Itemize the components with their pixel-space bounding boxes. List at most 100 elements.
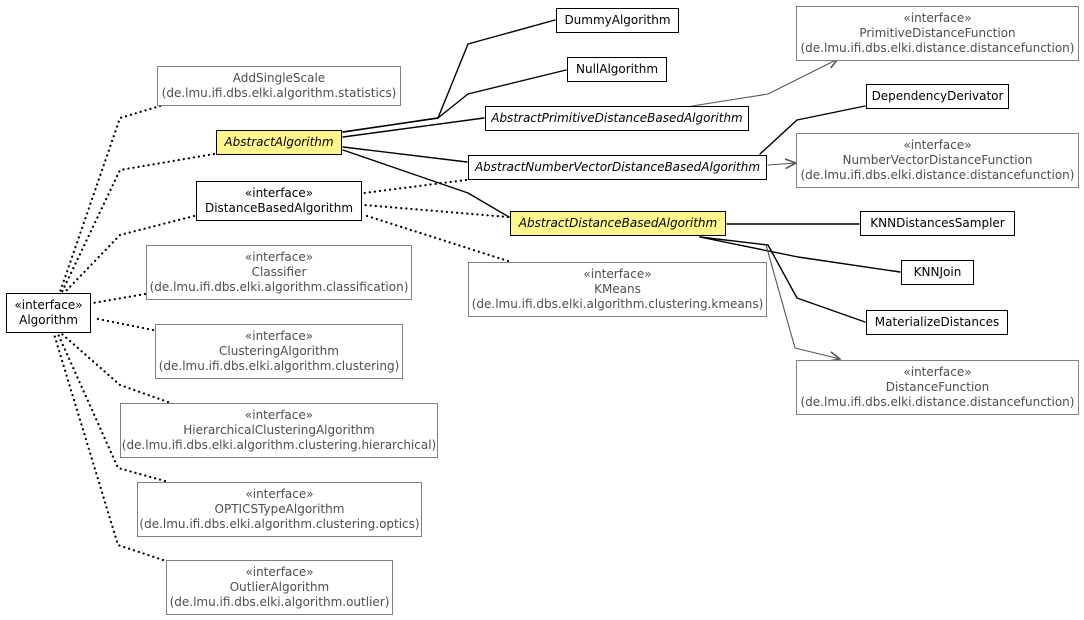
node-knn-join[interactable]: KNNJoin: [901, 260, 974, 285]
node-materialize-distances-name: MaterializeDistances: [874, 315, 1000, 329]
edge-realization-classifier-to-algorithm: [91, 292, 147, 305]
edge-realization-clustering-algorithm-to-algorithm: [91, 316, 155, 332]
node-clustering-algorithm[interactable]: «interface» ClusteringAlgorithm (de.lmu.…: [155, 324, 403, 379]
node-abstract-distance-based-algorithm[interactable]: AbstractDistanceBasedAlgorithm: [510, 211, 726, 236]
node-knn-distances-sampler-name: KNNDistancesSampler: [870, 216, 1005, 230]
node-clustering-algorithm-package: (de.lmu.ifi.dbs.elki.algorithm.clusterin…: [158, 359, 400, 373]
edge-generalization-null-algorithm-to-abstract-algorithm: [342, 69, 567, 133]
node-optics-type-algorithm-package: (de.lmu.ifi.dbs.elki.algorithm.clusterin…: [139, 517, 420, 531]
node-primitive-distance-function-stereotype: «interface»: [903, 11, 972, 25]
edge-path: [765, 244, 841, 360]
edge-realization-hierarchical-clustering-algorithm-to-algorithm: [60, 332, 170, 404]
node-abstract-algorithm-name: AbstractAlgorithm: [224, 135, 334, 149]
edge-generalization-knn-join-to-abstract-distance-based-algorithm: [699, 236, 901, 273]
edge-generalization-materialize-distances-to-abstract-distance-based-algorithm: [699, 236, 866, 323]
node-optics-type-algorithm[interactable]: «interface» OPTICSTypeAlgorithm (de.lmu.…: [137, 482, 422, 537]
edge-realization-abstract-algorithm-to-algorithm: [60, 152, 216, 294]
node-kmeans-package: (de.lmu.ifi.dbs.elki.algorithm.clusterin…: [471, 297, 764, 311]
node-abstract-algorithm[interactable]: AbstractAlgorithm: [216, 130, 342, 155]
node-hierarchical-clustering-algorithm-package: (de.lmu.ifi.dbs.elki.algorithm.clusterin…: [121, 438, 437, 452]
edge-path: [342, 117, 485, 138]
node-distance-based-algorithm-stereotype: «interface»: [244, 186, 314, 200]
node-clustering-algorithm-stereotype: «interface»: [244, 329, 314, 343]
edge-association-abstract-primitive-distance-based-algorithm-to-primitive-distance-function: [691, 58, 839, 107]
edge-path: [342, 69, 567, 133]
node-clustering-algorithm-name: ClusteringAlgorithm: [219, 344, 339, 358]
edge-generalization-abstract-primitive-distance-based-algorithm-to-abstract-algorithm: [342, 117, 485, 138]
edge-realization-distance-based-algorithm-to-algorithm: [63, 214, 196, 294]
node-primitive-distance-function[interactable]: «interface» PrimitiveDistanceFunction (d…: [796, 6, 1079, 61]
edge-path: [362, 178, 468, 195]
node-add-single-scale-package: (de.lmu.ifi.dbs.elki.algorithm.statistic…: [161, 86, 397, 100]
node-knn-distances-sampler[interactable]: KNNDistancesSampler: [860, 211, 1015, 236]
edge-path: [691, 58, 839, 107]
edge-path: [759, 105, 866, 155]
node-kmeans-name: KMeans: [594, 282, 641, 296]
node-abstract-number-vector-distance-based-algorithm-name: AbstractNumberVectorDistanceBasedAlgorit…: [474, 160, 761, 174]
edge-path: [342, 149, 510, 218]
edge-realization-kmeans-to-distance-based-algorithm: [362, 213, 510, 263]
node-dependency-derivator[interactable]: DependencyDerivator: [866, 84, 1009, 109]
node-outlier-algorithm[interactable]: «interface» OutlierAlgorithm (de.lmu.ifi…: [166, 560, 393, 615]
node-classifier-package: (de.lmu.ifi.dbs.elki.algorithm.classific…: [149, 280, 409, 294]
node-abstract-distance-based-algorithm-name: AbstractDistanceBasedAlgorithm: [518, 216, 718, 230]
edge-arrowhead: [784, 158, 797, 164]
edge-arrowhead: [785, 162, 797, 169]
node-outlier-algorithm-name: OutlierAlgorithm: [229, 580, 330, 594]
node-optics-type-algorithm-name: OPTICSTypeAlgorithm: [214, 502, 345, 516]
edge-path: [56, 332, 167, 483]
node-distance-function[interactable]: «interface» DistanceFunction (de.lmu.ifi…: [796, 360, 1079, 415]
node-hierarchical-clustering-algorithm[interactable]: «interface» HierarchicalClusteringAlgori…: [120, 403, 438, 458]
node-abstract-primitive-distance-based-algorithm[interactable]: AbstractPrimitiveDistanceBasedAlgorithm: [485, 106, 749, 131]
node-distance-function-name: DistanceFunction: [885, 380, 990, 394]
node-algorithm[interactable]: «interface» Algorithm: [6, 293, 91, 333]
edge-path: [767, 162, 797, 166]
node-distance-function-package: (de.lmu.ifi.dbs.elki.distance.distancefu…: [800, 395, 1075, 409]
edge-path: [63, 214, 196, 294]
node-null-algorithm[interactable]: NullAlgorithm: [567, 57, 667, 82]
node-optics-type-algorithm-stereotype: «interface»: [245, 487, 314, 501]
node-dummy-algorithm-name: DummyAlgorithm: [564, 13, 671, 27]
edge-realization-abstract-distance-based-algorithm-to-distance-based-algorithm: [362, 203, 510, 219]
edge-generalization-dependency-derivator-to-abstract-number-vector-distance-based-algorithm: [759, 105, 866, 155]
node-outlier-algorithm-stereotype: «interface»: [245, 565, 314, 579]
edge-path: [60, 332, 170, 404]
edge-realization-optics-type-algorithm-to-algorithm: [56, 332, 167, 483]
edge-realization-abstract-number-vector-distance-based-algorithm-to-distance-based-algorithm: [362, 178, 468, 195]
node-hierarchical-clustering-algorithm-name: HierarchicalClusteringAlgorithm: [183, 423, 375, 437]
node-classifier[interactable]: «interface» Classifier (de.lmu.ifi.dbs.e…: [146, 245, 412, 300]
edge-association-abstract-number-vector-distance-based-algorithm-to-number-vector-distance-function: [767, 158, 797, 169]
node-primitive-distance-function-package: (de.lmu.ifi.dbs.elki.distance.distancefu…: [800, 41, 1075, 55]
edge-path: [362, 203, 510, 219]
node-null-algorithm-name: NullAlgorithm: [575, 62, 659, 76]
edge-path: [91, 316, 155, 332]
node-algorithm-stereotype: «interface»: [14, 298, 83, 312]
edge-realization-outlier-algorithm-to-algorithm: [52, 332, 165, 562]
node-number-vector-distance-function-name: NumberVectorDistanceFunction: [842, 153, 1033, 167]
node-classifier-name: Classifier: [251, 265, 307, 279]
node-primitive-distance-function-name: PrimitiveDistanceFunction: [859, 26, 1016, 40]
edge-path: [91, 292, 147, 305]
node-kmeans[interactable]: «interface» KMeans (de.lmu.ifi.dbs.elki.…: [468, 262, 767, 317]
edge-path: [699, 236, 901, 273]
edge-generalization-abstract-number-vector-distance-based-algorithm-to-abstract-algorithm: [342, 146, 468, 163]
node-kmeans-stereotype: «interface»: [583, 267, 652, 281]
node-add-single-scale[interactable]: AddSingleScale (de.lmu.ifi.dbs.elki.algo…: [157, 66, 401, 106]
node-classifier-stereotype: «interface»: [244, 250, 314, 264]
edge-path: [60, 152, 216, 294]
node-abstract-number-vector-distance-based-algorithm[interactable]: AbstractNumberVectorDistanceBasedAlgorit…: [468, 155, 767, 180]
node-number-vector-distance-function[interactable]: «interface» NumberVectorDistanceFunction…: [796, 133, 1079, 188]
node-algorithm-name: Algorithm: [19, 313, 78, 327]
node-outlier-algorithm-package: (de.lmu.ifi.dbs.elki.algorithm.outlier): [169, 595, 390, 609]
node-distance-function-stereotype: «interface»: [903, 365, 972, 379]
node-knn-join-name: KNNJoin: [913, 265, 962, 279]
edge-path: [342, 146, 468, 163]
node-distance-based-algorithm[interactable]: «interface» DistanceBasedAlgorithm: [196, 181, 362, 221]
node-hierarchical-clustering-algorithm-stereotype: «interface»: [244, 408, 314, 422]
node-dependency-derivator-name: DependencyDerivator: [871, 89, 1004, 103]
node-dummy-algorithm[interactable]: DummyAlgorithm: [556, 8, 679, 33]
node-materialize-distances[interactable]: MaterializeDistances: [866, 310, 1008, 335]
node-number-vector-distance-function-package: (de.lmu.ifi.dbs.elki.distance.distancefu…: [800, 168, 1075, 182]
